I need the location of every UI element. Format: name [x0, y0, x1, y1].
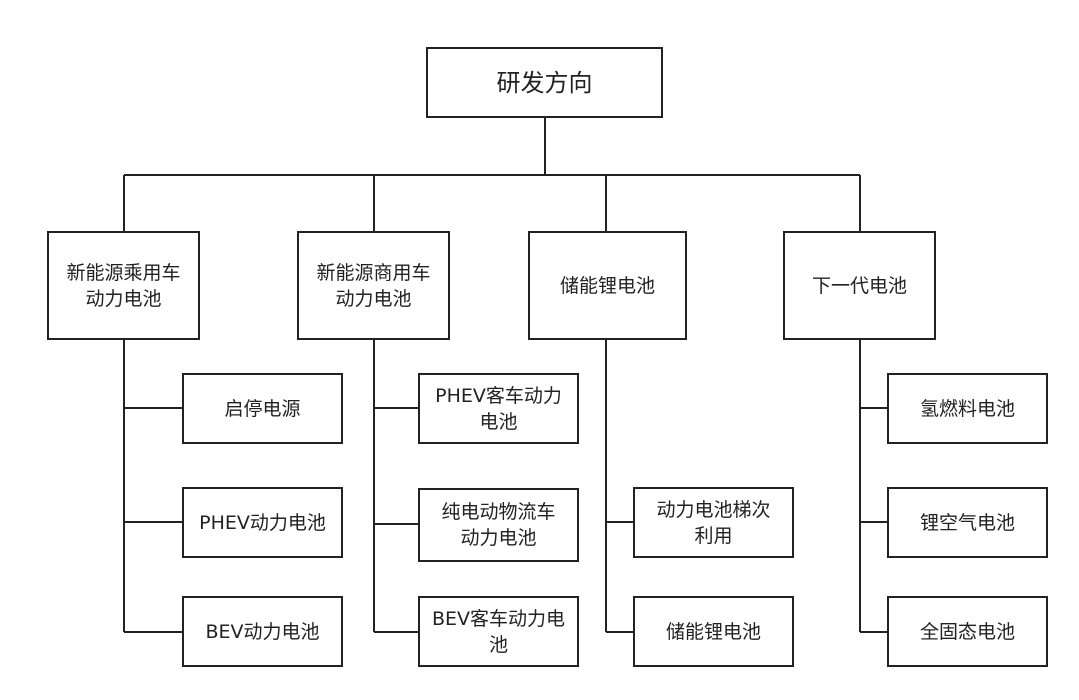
leaf-node: 启停电源: [182, 373, 343, 444]
branch-node-energy-storage-battery: 储能锂电池: [528, 231, 687, 340]
leaf-node: 储能锂电池: [633, 596, 794, 667]
leaf-node: 氢燃料电池: [887, 373, 1048, 444]
branch-node-commercial-ev-battery: 新能源商用车 动力电池: [297, 231, 450, 340]
leaf-node: BEV客车动力电 池: [418, 596, 579, 667]
leaf-node: PHEV客车动力 电池: [418, 373, 579, 444]
branch-node-passenger-ev-battery: 新能源乘用车 动力电池: [47, 231, 200, 340]
leaf-node: BEV动力电池: [182, 596, 343, 667]
branch-node-next-gen-battery: 下一代电池: [783, 231, 936, 340]
leaf-node: 全固态电池: [887, 596, 1048, 667]
leaf-node: 动力电池梯次 利用: [633, 487, 794, 558]
leaf-node: PHEV动力电池: [182, 487, 343, 558]
root-node: 研发方向: [426, 47, 663, 118]
leaf-node: 锂空气电池: [887, 487, 1048, 558]
leaf-node: 纯电动物流车 动力电池: [418, 488, 579, 562]
